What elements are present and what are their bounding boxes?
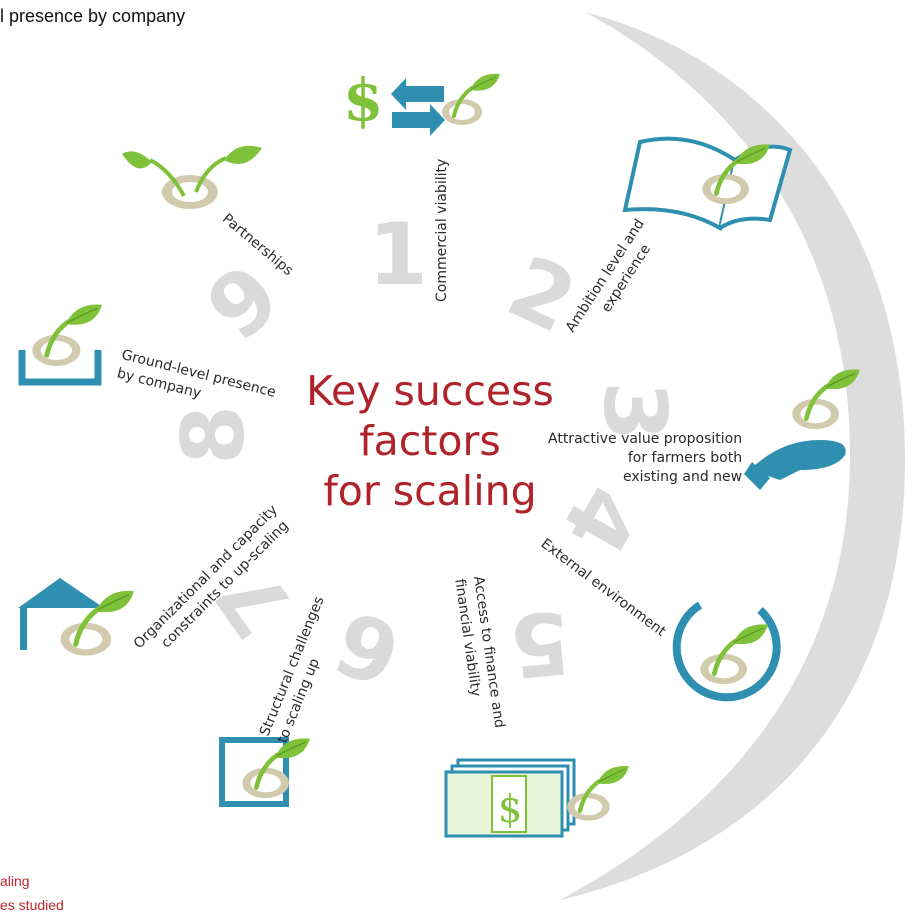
roof-sprout-icon: [18, 578, 134, 656]
label-line: for farmers both: [627, 450, 743, 466]
book-sprout-icon: [622, 136, 793, 232]
svg-text:$: $: [343, 66, 383, 134]
tray-sprout-icon: [18, 305, 102, 386]
label-line: Commercial viability: [434, 158, 450, 302]
outer-ring-arc: [560, 12, 905, 900]
top-caption-fragment: l presence by company: [0, 6, 186, 26]
double-sprout-icon: [122, 145, 262, 209]
title-line: Key success: [306, 367, 554, 415]
svg-text:$: $: [498, 787, 522, 831]
hand-sprout-icon: [744, 369, 860, 490]
footer-fragment-2: es studied: [0, 897, 64, 913]
circle-sprout-icon: [672, 601, 781, 702]
factor-number-1: 1: [368, 205, 428, 305]
banknotes-sprout-icon: $: [444, 758, 629, 838]
factor-label-3: Attractive value proposition for farmers…: [548, 430, 742, 487]
dollar-exchange-icon: $: [343, 66, 500, 136]
factor-number-5: 5: [505, 590, 575, 696]
footer-fragment-1: aling: [0, 873, 30, 889]
title-line: factors: [359, 417, 501, 465]
label-line: Attractive value proposition: [548, 431, 743, 447]
frame-sprout-icon: [219, 738, 310, 807]
title-line: for scaling: [323, 467, 537, 515]
diagram-title: Key success factors for scaling: [300, 366, 560, 516]
label-line: existing and new: [622, 469, 743, 485]
factor-label-1: Commercial viability: [433, 159, 452, 302]
